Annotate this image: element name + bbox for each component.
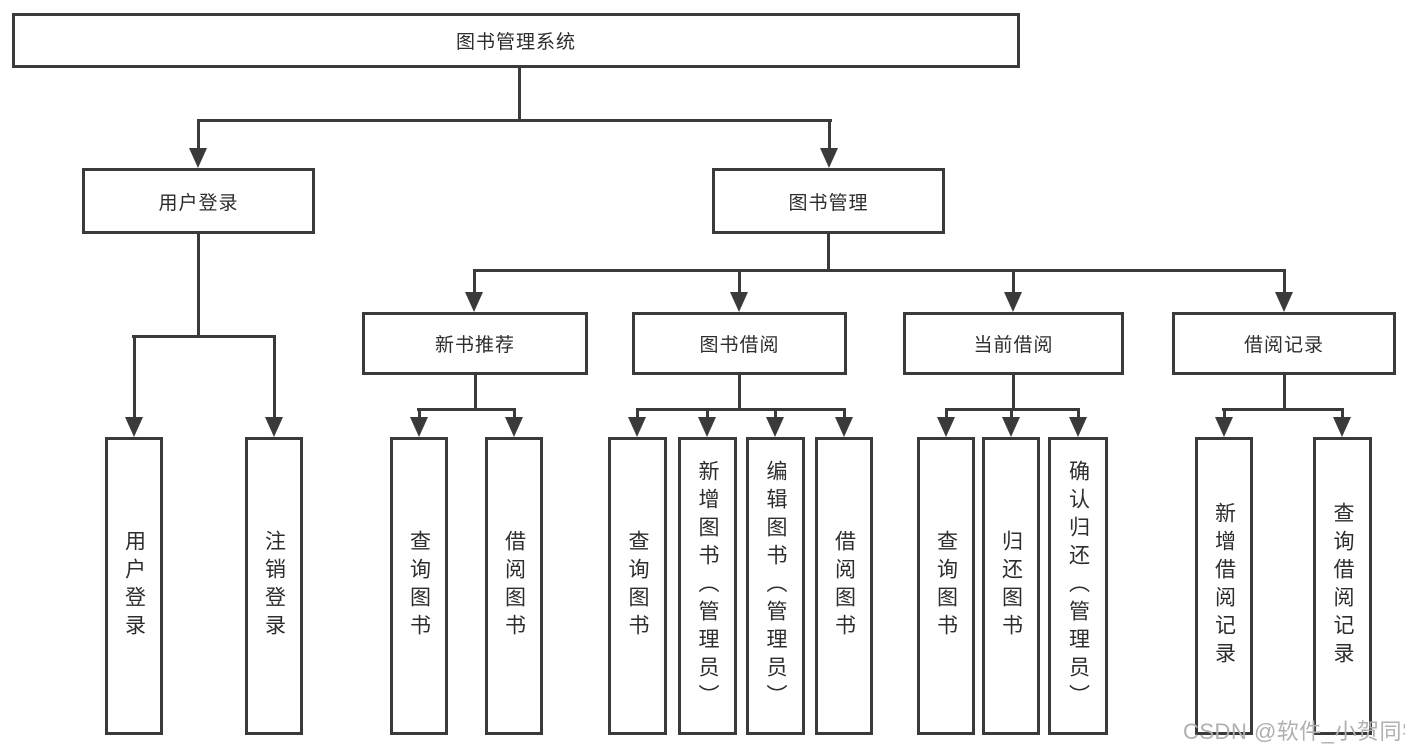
connector-leaf-drop: [1010, 408, 1013, 420]
arrow-down-icon: [698, 417, 716, 437]
connector-leaf-drop: [1077, 408, 1080, 420]
connector-leaf-drop: [133, 335, 136, 419]
leaf-current-confirm-admin: 确认归还（管理员）: [1048, 437, 1108, 735]
arrow-down-icon: [465, 292, 483, 312]
connector-group-stem: [738, 375, 741, 411]
leaf-borrow-query-label: 查询图书: [626, 530, 649, 642]
node-root: 图书管理系统: [12, 13, 1020, 68]
arrow-down-icon: [820, 148, 838, 168]
leaf-current-confirm-admin-label: 确认归还（管理员）: [1066, 460, 1090, 712]
connector-root-stem: [518, 68, 521, 122]
connector-leaf-drop: [1341, 408, 1344, 420]
node-book-management: 图书管理: [712, 168, 945, 234]
leaf-borrow-borrow: 借阅图书: [815, 437, 873, 735]
connector-l3-drop: [738, 269, 741, 294]
connector-l3-drop: [1283, 269, 1286, 294]
node-root-label: 图书管理系统: [455, 32, 576, 53]
connector-leaf-drop: [1223, 408, 1226, 420]
arrow-down-icon: [505, 417, 523, 437]
node-current-borrow: 当前借阅: [903, 312, 1124, 375]
connector-leaf-drop: [706, 408, 709, 420]
arrow-down-icon: [937, 417, 955, 437]
connector-level2-branch: [197, 119, 832, 122]
node-borrow-record: 借阅记录: [1172, 312, 1396, 375]
node-book-borrow: 图书借阅: [632, 312, 847, 375]
leaf-user-login-label: 用户登录: [122, 530, 146, 642]
connector-group-branch: [417, 408, 516, 411]
connector-user-login-stem: [197, 234, 200, 338]
connector-group-stem: [1012, 375, 1015, 411]
leaf-current-query: 查询图书: [917, 437, 975, 735]
connector-book-mgmt-stem: [827, 234, 830, 272]
node-new-book-recommend-label: 新书推荐: [434, 335, 515, 356]
arrow-down-icon: [189, 148, 207, 168]
node-book-borrow-label: 图书借阅: [699, 335, 780, 356]
node-new-book-recommend: 新书推荐: [362, 312, 588, 375]
connector-leaf-drop: [513, 408, 516, 420]
node-borrow-record-label: 借阅记录: [1243, 335, 1324, 356]
leaf-borrow-add-admin: 新增图书（管理员）: [678, 437, 737, 735]
leaf-newbook-query-label: 查询图书: [407, 530, 431, 642]
connector-leaf-drop: [273, 335, 276, 419]
leaf-current-return: 归还图书: [982, 437, 1040, 735]
connector-level3-branch: [473, 269, 1285, 272]
leaf-newbook-query: 查询图书: [390, 437, 448, 735]
leaf-record-add: 新增借阅记录: [1195, 437, 1253, 735]
leaf-newbook-borrow: 借阅图书: [485, 437, 543, 735]
leaf-record-add-label: 新增借阅记录: [1212, 502, 1236, 670]
connector-book-mgmt-drop: [828, 119, 831, 150]
leaf-logout: 注销登录: [245, 437, 303, 735]
connector-group-stem: [474, 375, 477, 411]
node-current-borrow-label: 当前借阅: [973, 335, 1054, 356]
node-book-management-label: 图书管理: [788, 192, 869, 214]
arrow-down-icon: [1275, 292, 1293, 312]
connector-user-login-drop: [197, 119, 200, 150]
arrow-down-icon: [1215, 417, 1233, 437]
node-user-login-label: 用户登录: [158, 192, 239, 214]
leaf-logout-label: 注销登录: [262, 530, 286, 642]
leaf-current-return-label: 归还图书: [999, 530, 1023, 642]
connector-leaf-drop: [418, 408, 421, 420]
leaf-borrow-add-admin-label: 新增图书（管理员）: [696, 460, 719, 712]
arrow-down-icon: [766, 417, 784, 437]
leaf-user-login: 用户登录: [105, 437, 163, 735]
connector-leaf-drop: [945, 408, 948, 420]
arrow-down-icon: [730, 292, 748, 312]
connector-l3-drop: [1012, 269, 1015, 294]
leaf-record-query: 查询借阅记录: [1313, 437, 1372, 735]
arrow-down-icon: [265, 417, 283, 437]
arrow-down-icon: [410, 417, 428, 437]
arrow-down-icon: [1069, 417, 1087, 437]
leaf-borrow-edit-admin: 编辑图书（管理员）: [746, 437, 805, 735]
connector-l3-drop: [473, 269, 476, 294]
node-user-login: 用户登录: [82, 168, 315, 234]
leaf-borrow-query: 查询图书: [608, 437, 667, 735]
connector-group-stem: [1283, 375, 1286, 411]
connector-group-branch: [636, 408, 846, 411]
arrow-down-icon: [835, 417, 853, 437]
leaf-newbook-borrow-label: 借阅图书: [502, 530, 526, 642]
connector-user-login-branch: [132, 335, 276, 338]
arrow-down-icon: [1002, 417, 1020, 437]
connector-leaf-drop: [636, 408, 639, 420]
watermark: CSDN @软件_小贺同学: [1183, 719, 1405, 744]
connector-leaf-drop: [843, 408, 846, 420]
connector-group-branch: [1222, 408, 1344, 411]
leaf-current-query-label: 查询图书: [934, 530, 958, 642]
arrow-down-icon: [628, 417, 646, 437]
connector-leaf-drop: [774, 408, 777, 420]
arrow-down-icon: [125, 417, 143, 437]
leaf-borrow-edit-admin-label: 编辑图书（管理员）: [764, 460, 787, 712]
leaf-borrow-borrow-label: 借阅图书: [832, 530, 856, 642]
arrow-down-icon: [1333, 417, 1351, 437]
arrow-down-icon: [1004, 292, 1022, 312]
leaf-record-query-label: 查询借阅记录: [1331, 502, 1354, 670]
